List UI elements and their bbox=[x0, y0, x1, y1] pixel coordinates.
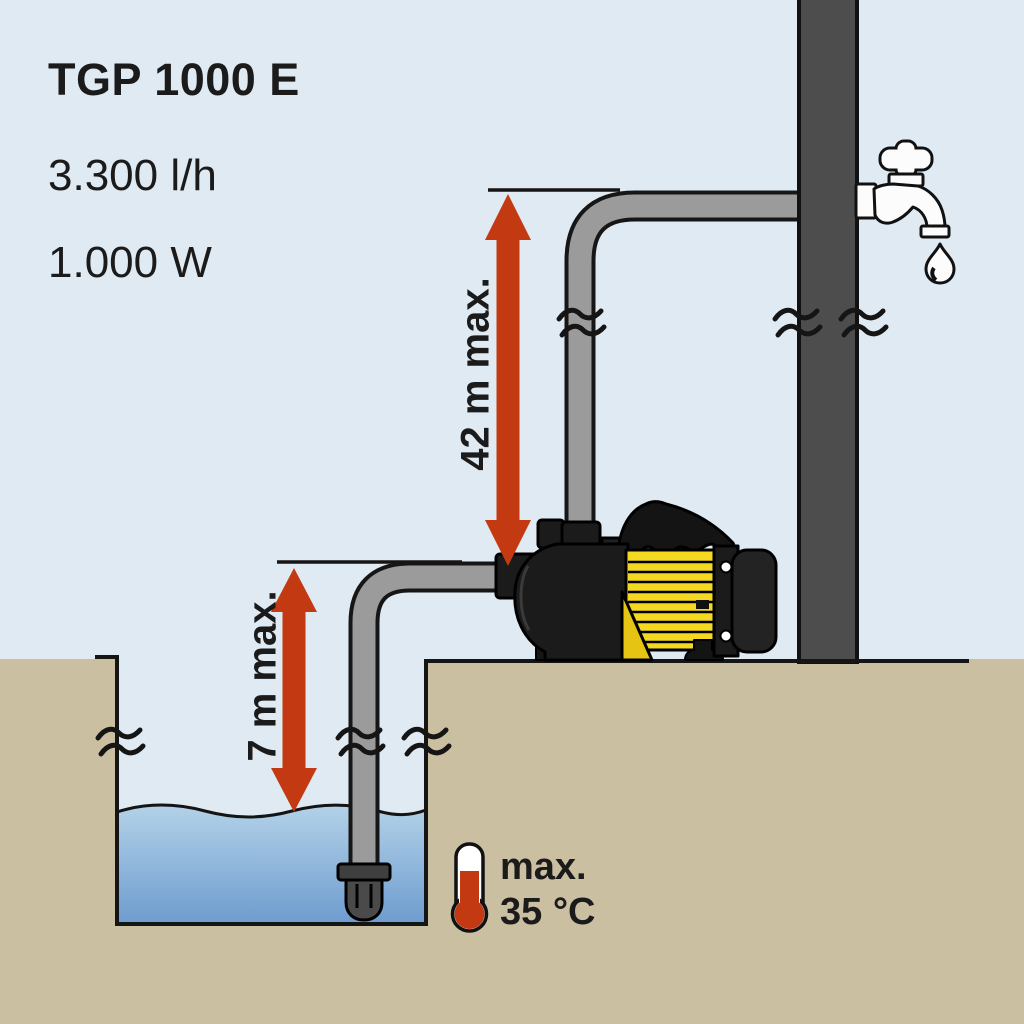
water-drop-icon bbox=[924, 242, 956, 285]
foot-valve bbox=[336, 862, 392, 922]
water-surface-line bbox=[116, 803, 427, 819]
suction-pipe bbox=[348, 561, 546, 870]
delivery-height-arrow bbox=[485, 194, 531, 566]
water-temp-label: max. 35 °C bbox=[500, 845, 595, 935]
tap-icon bbox=[854, 139, 956, 285]
thermometer-icon bbox=[450, 842, 489, 933]
product-model: TGP 1000 E bbox=[48, 54, 300, 105]
flow-rate: 3.300 l/h bbox=[48, 151, 217, 200]
ground-outline bbox=[95, 655, 969, 926]
temp-value: 35 °C bbox=[500, 890, 596, 933]
pump-head bbox=[513, 542, 630, 662]
pump-handle bbox=[616, 500, 738, 562]
suction-height-arrow bbox=[271, 568, 317, 812]
delivery-height-label: 42 m max. bbox=[453, 277, 498, 471]
temp-max-text: max. bbox=[500, 846, 587, 888]
power-rating: 1.000 W bbox=[48, 238, 212, 287]
garden-pump bbox=[494, 500, 778, 662]
suction-height-label: 7 m max. bbox=[240, 590, 285, 762]
delivery-pipe bbox=[564, 190, 801, 550]
motor-end-cap bbox=[730, 548, 778, 654]
